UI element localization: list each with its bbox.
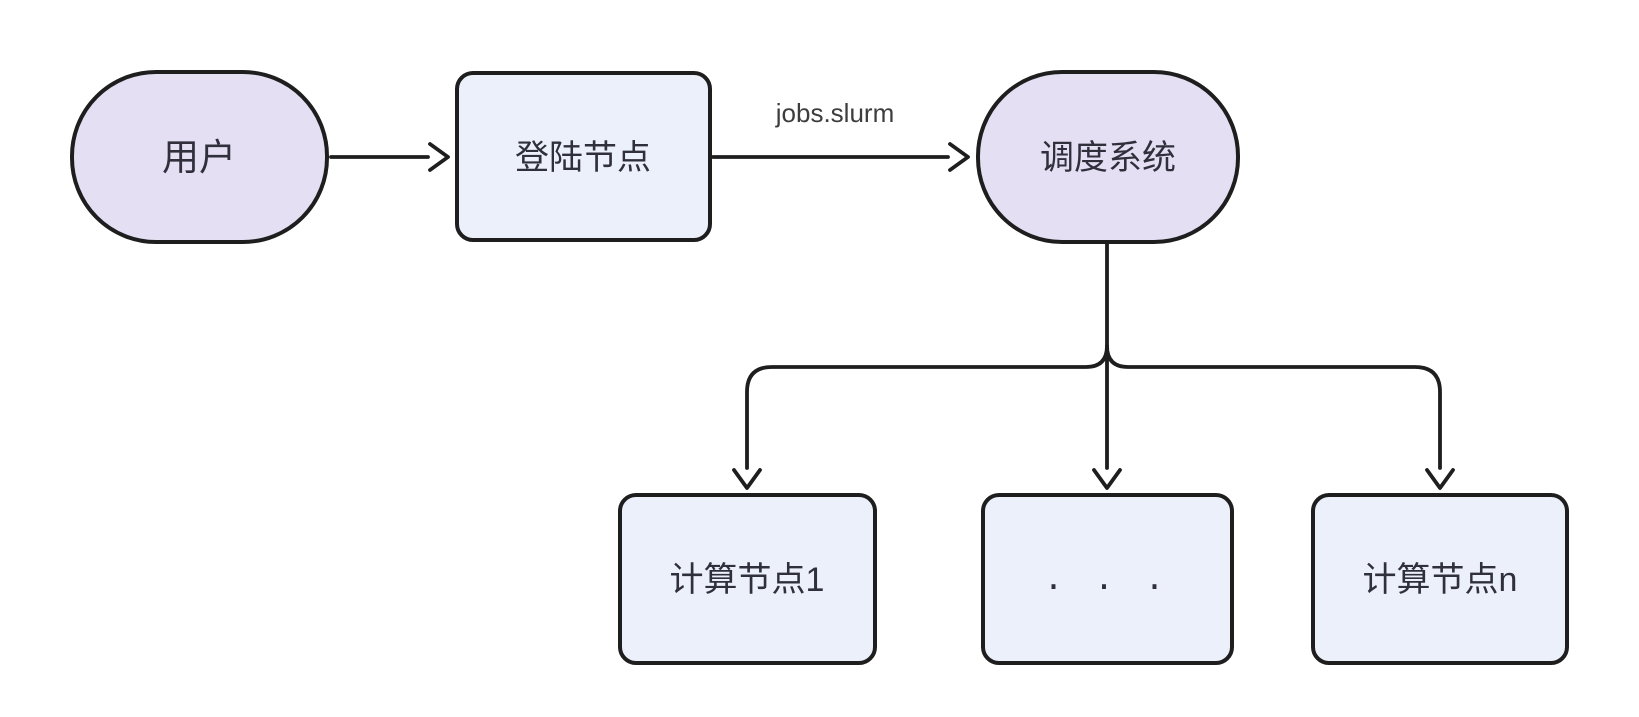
user-node: 用户: [70, 70, 329, 244]
compute-node-1: 计算节点1: [618, 493, 877, 665]
compute-node-ellipsis: . . .: [981, 493, 1234, 665]
scheduler-node-shape: [976, 70, 1240, 244]
compute-node-n-label: 计算节点n: [1363, 561, 1518, 599]
compute-node-1-shape: [618, 493, 877, 665]
scheduler-node-label: 调度系统: [1040, 139, 1176, 177]
edge-label-jobs-slurm: jobs.slurm: [775, 98, 894, 128]
arrow-scheduler-to-compute1: [732, 344, 1109, 490]
compute-node-ellipsis-shape: [981, 493, 1234, 665]
user-node-shape: [70, 70, 329, 244]
compute-node-n-shape: [1311, 493, 1569, 665]
compute-node-n: 计算节点n: [1311, 493, 1569, 665]
compute-node-ellipsis-label: . . .: [1044, 559, 1170, 597]
login-node-shape: [455, 71, 712, 242]
login-node: 登陆节点: [455, 71, 712, 242]
scheduler-node: 调度系统: [976, 70, 1240, 244]
user-node-label: 用户: [162, 137, 236, 178]
arrow-scheduler-to-computeN: [1105, 344, 1455, 490]
login-node-label: 登陆节点: [515, 139, 651, 177]
compute-node-1-label: 计算节点1: [670, 561, 825, 599]
